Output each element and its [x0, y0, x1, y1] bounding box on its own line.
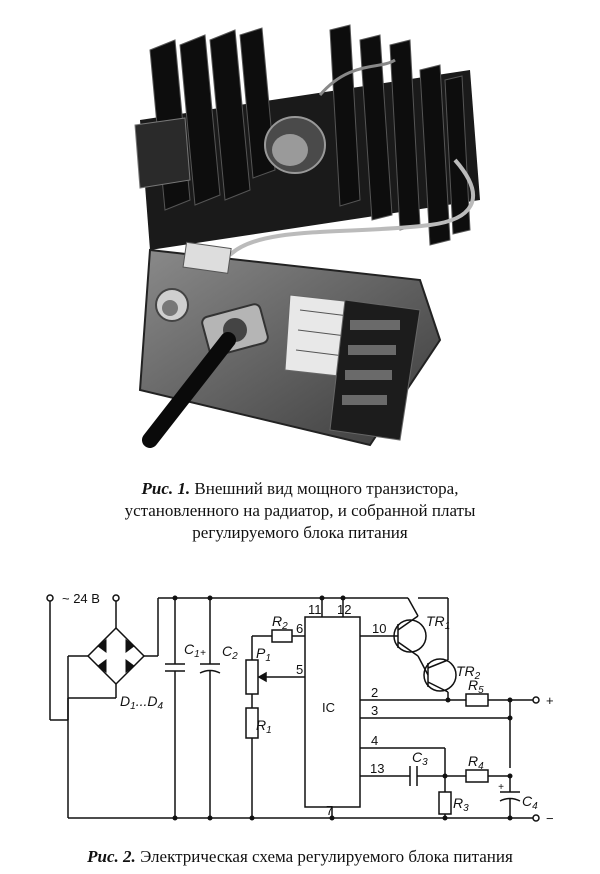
pin-13: 13 — [370, 761, 384, 776]
circuit-schematic: ~ 24 В D1...D4 C1 + C2 P1 R1 R2 IC 11 12… — [46, 591, 554, 826]
r2-label: R2 — [272, 613, 288, 632]
device-photo — [134, 24, 480, 448]
pin-3: 3 — [371, 703, 378, 718]
r4-label: R4 — [468, 753, 484, 772]
c2-plus: + — [200, 648, 206, 659]
c4-label: C4 — [522, 793, 538, 812]
c1-label: C1 — [184, 641, 200, 660]
figure1-caption-line-3: регулируемого блока питания — [192, 523, 408, 542]
figure2-label: Рис. 2. — [87, 847, 136, 866]
figure2-caption: Рис. 2. Электрическая схема регулируемог… — [0, 846, 600, 868]
r5-label: R5 — [468, 677, 484, 696]
figure1-caption-line-1: Внешний вид мощного транзистора, — [194, 479, 459, 498]
c3-label: C3 — [412, 749, 428, 768]
pin-5: 5 — [296, 662, 303, 677]
pin-6: 6 — [296, 621, 303, 636]
pin-7: 7 — [326, 803, 333, 818]
pin-12: 12 — [337, 602, 351, 617]
p1-label: P1 — [256, 645, 271, 664]
pcb-board — [138, 241, 442, 448]
supply-label: ~ 24 В — [62, 591, 100, 606]
output-minus-label: − — [546, 811, 554, 826]
pin-11: 11 — [308, 602, 322, 617]
figure1-caption-line-2: установленного на радиатор, и собранной … — [124, 501, 476, 520]
r3-label: R3 — [453, 795, 469, 814]
ic-label: IC — [322, 700, 335, 715]
figure1-caption: Рис. 1. Внешний вид мощного транзистора,… — [0, 478, 600, 544]
c2-label: C2 — [222, 643, 238, 662]
figure1-label: Рис. 1. — [141, 479, 191, 498]
figure2-caption-text: Электрическая схема регулируемого блока … — [140, 847, 513, 866]
r1-label: R1 — [256, 717, 272, 736]
pin-4: 4 — [371, 733, 378, 748]
pin-10: 10 — [372, 621, 386, 636]
tr2-label: TR2 — [456, 663, 481, 682]
tr1-label: TR1 — [426, 613, 450, 632]
diodes-label: D1...D4 — [120, 693, 163, 712]
pin-2: 2 — [371, 685, 378, 700]
output-plus-label: + — [546, 693, 554, 708]
c4-plus: + — [498, 782, 504, 793]
heatsink — [134, 24, 480, 257]
